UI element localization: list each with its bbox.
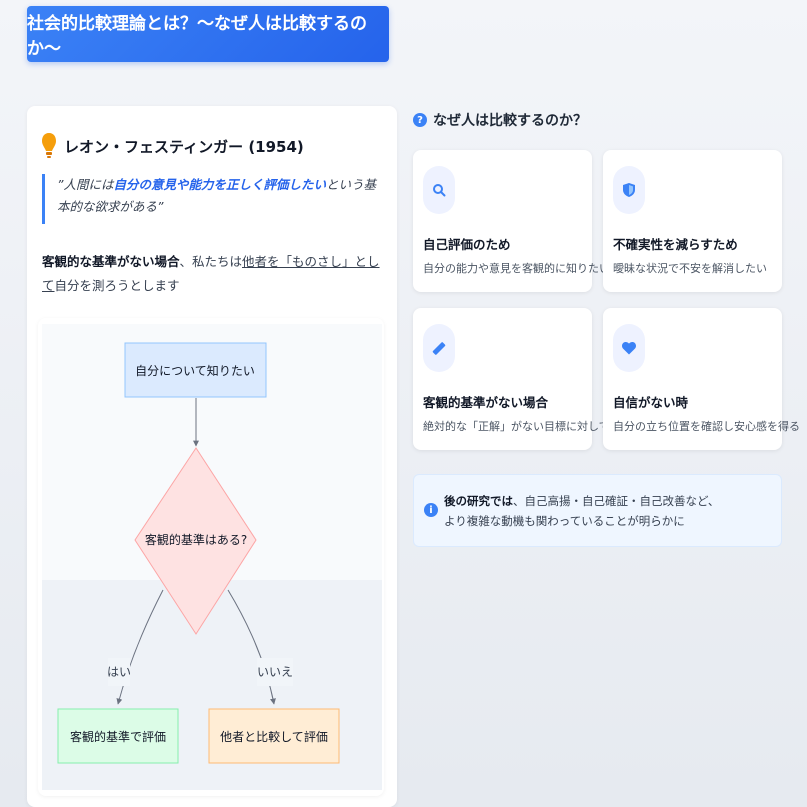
reasons-title: なぜ人は比較するのか？ xyxy=(433,113,587,129)
reason-card-desc: 自分の立ち位置を確認し安心感を得る xyxy=(613,420,800,433)
no-result-label: 他者と比較して評価 xyxy=(220,729,328,744)
explanation-t2: 自分を測ろうとします xyxy=(54,278,180,293)
explanation-t1: 、私たちは xyxy=(179,254,243,269)
reason-card-low-confidence: 自信がない時 自分の立ち位置を確認し安心感を得る xyxy=(603,308,800,450)
note-line2: より複雑な動機も関わっていることが明らかに xyxy=(444,514,685,528)
no-result-node xyxy=(208,708,340,764)
quote-open: ”人間には xyxy=(57,177,114,192)
flowchart-canvas: 自分について知りたい 客観的基準はある? はい いいえ 客観的基準で評価 他者と… xyxy=(42,324,382,790)
explanation-key: 客観的な基準がない場合 xyxy=(42,254,180,269)
quote-rest: という基本的な欲求がある” xyxy=(57,177,377,214)
arrow-yes xyxy=(116,589,164,705)
theorist-heading: レオン・フェスティンガー (1954) xyxy=(42,131,304,161)
reason-card-desc: 自分の能力や意見を客観的に知りたい xyxy=(423,262,610,275)
explanation-text: 客観的な基準がない場合、私たちは他者を「ものさし」として自分を測ろうとします xyxy=(42,250,387,298)
note-bold: 後の研究では xyxy=(444,494,513,508)
no-label: いいえ xyxy=(257,665,293,679)
start-node-label: 自分について知りたい xyxy=(135,364,255,378)
reasons-heading: ? なぜ人は比較するのか？ xyxy=(413,110,587,130)
research-note: i 後の研究では、自己高揚・自己確証・自己改善など、より複雑な動機も関わっている… xyxy=(413,474,782,547)
yes-result-label: 客観的基準で評価 xyxy=(70,729,166,744)
decision-node-label: 客観的基準はある? xyxy=(145,532,247,547)
flowchart: 自分について知りたい 客観的基準はある? はい いいえ 客観的基準で評価 他者と… xyxy=(38,318,384,796)
reason-card-desc: 絶対的な「正解」がない目標に対して xyxy=(423,420,610,433)
reason-card-uncertainty: 不確実性を減らすため 曖昧な状況で不安を解消したい xyxy=(603,150,782,292)
lightbulb-icon xyxy=(42,133,56,158)
yes-result-node xyxy=(57,708,179,764)
reason-card-title: 客観的基準がない場合 xyxy=(423,395,549,410)
reason-card-desc: 曖昧な状況で不安を解消したい xyxy=(613,262,767,275)
ruler-icon xyxy=(423,324,455,372)
theorist-name: レオン・フェスティンガー (1954) xyxy=(64,137,304,156)
reason-card-title: 自己評価のため xyxy=(423,237,511,252)
page-title: 社会的比較理論とは？〜なぜ人は比較するのか〜 xyxy=(27,6,389,62)
no-label-bg xyxy=(257,658,293,686)
heart-icon xyxy=(613,324,645,372)
arrow-no xyxy=(227,589,276,705)
reason-card-self-evaluation: 自己評価のため 自分の能力や意見を客観的に知りたい xyxy=(413,150,610,292)
explanation-underline: 他者を「ものさし」として xyxy=(42,254,380,293)
start-node xyxy=(124,342,267,398)
info-icon: i xyxy=(424,503,438,517)
reason-card-title: 不確実性を減らすため xyxy=(613,237,738,252)
quote-emphasis: 自分の意見や能力を正しく評価したい xyxy=(113,177,326,192)
reason-card-no-standard: 客観的基準がない場合 絶対的な「正解」がない目標に対して xyxy=(413,308,610,450)
reason-card-title: 自信がない時 xyxy=(613,395,689,410)
shield-icon xyxy=(613,166,645,214)
yes-label-bg xyxy=(108,658,130,686)
search-icon xyxy=(423,166,455,214)
note-line1: 、自己高揚・自己確証・自己改善など、 xyxy=(513,494,720,508)
note-text: 後の研究では、自己高揚・自己確証・自己改善など、より複雑な動機も関わっていること… xyxy=(444,491,719,531)
quote-block: ”人間には自分の意見や能力を正しく評価したいという基本的な欲求がある” xyxy=(42,174,382,224)
question-icon: ? xyxy=(413,113,427,127)
yes-label: はい xyxy=(107,665,131,679)
decision-node xyxy=(134,447,257,635)
